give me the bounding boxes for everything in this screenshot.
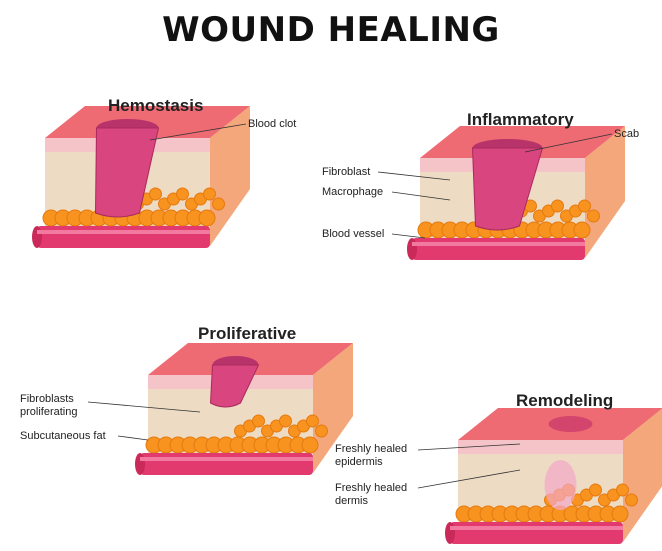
hemostasis-fat-cell <box>212 197 225 211</box>
leader-blood-clot <box>149 123 247 141</box>
inflammatory-fat-cell <box>551 199 564 213</box>
inflammatory-blood-vessel <box>412 238 585 260</box>
proliferative-fat-cell <box>252 414 265 428</box>
remodeling-vessel-end <box>445 522 455 544</box>
leader-scab <box>524 133 613 153</box>
leader-freshly-healed-epidermis <box>417 443 521 451</box>
label-blood-clot: Blood clot <box>248 118 297 130</box>
diagram-title: WOUND HEALING <box>162 10 500 50</box>
hemostasis-blood-vessel <box>37 226 210 248</box>
label-macrophage: Macrophage <box>322 186 384 198</box>
remodeling-blood-vessel <box>450 522 623 544</box>
stage-title-proliferative: Proliferative <box>198 324 297 343</box>
proliferative-side-face <box>313 343 353 473</box>
stage-title-hemostasis: Hemostasis <box>108 96 204 115</box>
proliferative-wound <box>209 364 260 408</box>
proliferative-blood-vessel <box>140 453 313 475</box>
hemostasis-fat-cell <box>198 209 216 227</box>
inflammatory-wound <box>471 147 544 231</box>
proliferative-fat-cell <box>306 414 319 428</box>
inflammatory-fat-cell <box>573 221 591 239</box>
hemostasis-vessel-end <box>32 226 42 248</box>
hemostasis-fat-cell <box>176 187 189 201</box>
leader-fibroblasts-proliferating <box>87 401 201 413</box>
hemostasis-side-face <box>210 106 250 246</box>
remodeling-fat-cell <box>616 483 629 497</box>
remodeling-healed-scar <box>548 416 593 432</box>
inflammatory-fat-cell <box>578 199 591 213</box>
leader-fibroblast <box>377 171 451 181</box>
proliferative-vessel-end <box>135 453 145 475</box>
inflammatory-side-face <box>585 126 625 258</box>
remodeling-fat-cell <box>625 493 638 507</box>
hemostasis-vessel-highlight <box>37 230 210 234</box>
proliferative-fat-cell <box>279 414 292 428</box>
remodeling-epidermis <box>458 440 623 454</box>
remodeling-side-face <box>623 408 662 542</box>
stage-title-inflammatory: Inflammatory <box>467 110 574 129</box>
inflammatory-vessel-highlight <box>412 242 585 246</box>
label-fibroblast: Fibroblast <box>322 166 371 178</box>
proliferative-vessel-highlight <box>140 457 313 461</box>
hemostasis-fat-cell <box>203 187 216 201</box>
label-subcutaneous-fat: Subcutaneous fat <box>20 430 106 442</box>
stage-title-remodeling: Remodeling <box>516 391 614 410</box>
leader-freshly-healed-dermis <box>417 469 521 489</box>
hemostasis-fat-cell <box>149 187 162 201</box>
proliferative-fat-cell <box>315 424 328 438</box>
label-freshly-healed-dermis: Freshly healed dermis <box>335 482 408 507</box>
label-scab: Scab <box>614 128 640 140</box>
inflammatory-fat-cell <box>587 209 600 223</box>
leader-subcutaneous-fat <box>117 435 149 441</box>
inflammatory-vessel-end <box>407 238 417 260</box>
remodeling-fat-cell <box>611 505 629 523</box>
remodeling-vessel-highlight <box>450 526 623 530</box>
hemostasis-wound <box>94 127 160 218</box>
leader-blood-vessel <box>391 233 426 239</box>
remodeling-fat-cell <box>589 483 602 497</box>
label-fibroblasts-proliferating: Fibroblasts proliferating <box>20 393 78 418</box>
proliferative-fat-cell <box>301 436 319 454</box>
remodeling-healed-dermis <box>544 460 577 510</box>
leader-macrophage <box>391 191 451 201</box>
label-freshly-healed-epidermis: Freshly healed epidermis <box>335 443 408 468</box>
label-blood-vessel: Blood vessel <box>322 228 385 240</box>
